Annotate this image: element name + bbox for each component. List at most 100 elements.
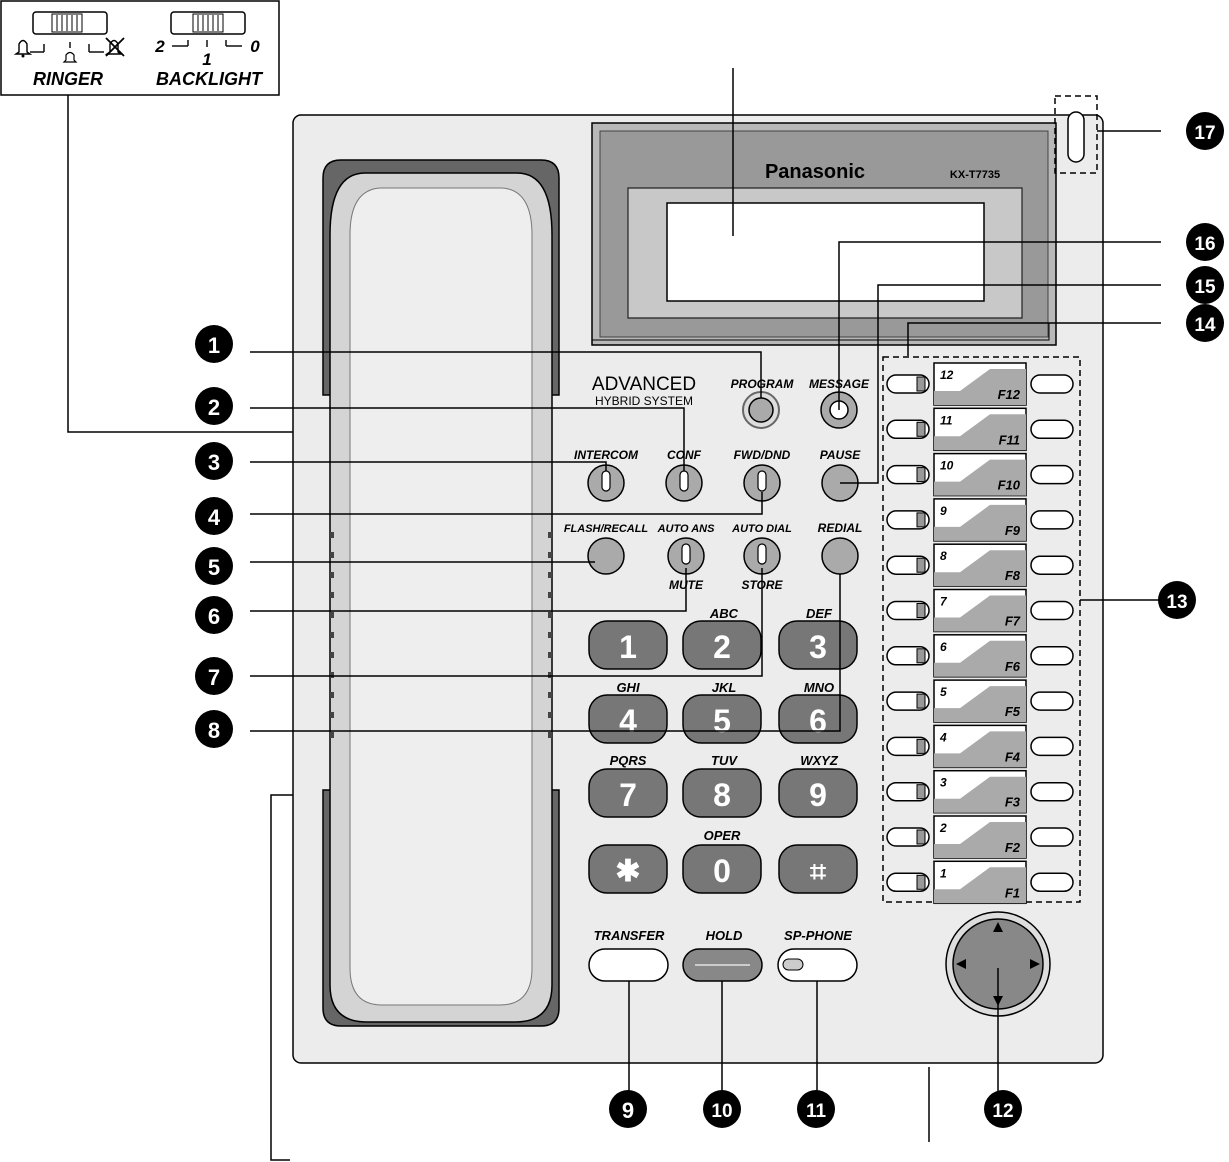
- brand-logo: Panasonic: [765, 161, 865, 183]
- key-star[interactable]: ✱: [588, 844, 668, 894]
- function-key[interactable]: 2F2: [933, 815, 1027, 859]
- backlight-switch[interactable]: [170, 11, 246, 35]
- svg-text:2: 2: [208, 395, 220, 420]
- co-button-right[interactable]: [1030, 374, 1074, 394]
- callout-7: 7: [195, 657, 233, 695]
- function-key[interactable]: 8F8: [933, 543, 1027, 587]
- conf-button[interactable]: [665, 464, 703, 502]
- function-key[interactable]: 7F7: [933, 588, 1027, 633]
- callouts: 1 2 3 4 5 6 7 8 9 10 11 12 13 14 15 16 1…: [195, 112, 1224, 1128]
- auto-ans-mute-button[interactable]: [667, 537, 705, 575]
- handset[interactable]: [322, 159, 560, 1027]
- key-5[interactable]: 5: [682, 694, 762, 744]
- svg-text:4: 4: [208, 505, 221, 530]
- bell-low-icon: [62, 51, 78, 63]
- ringer-switch[interactable]: [32, 11, 108, 35]
- co-lamp: [916, 376, 926, 392]
- co-button-right[interactable]: [1030, 736, 1074, 757]
- display-housing: Panasonic KX-T7735: [591, 122, 1057, 346]
- function-key-number: 12: [940, 368, 954, 382]
- system-name-line1: ADVANCED: [592, 374, 696, 395]
- callout-13: 13: [1158, 581, 1196, 619]
- function-key[interactable]: 1F1: [933, 860, 1027, 905]
- svg-text:3: 3: [208, 450, 220, 475]
- key-4-letters: GHI: [616, 680, 640, 695]
- function-key-number: 11: [940, 413, 953, 427]
- transfer-button[interactable]: [588, 948, 669, 982]
- co-button-right[interactable]: [1030, 555, 1074, 575]
- function-key-number: 5: [940, 685, 947, 699]
- redial-button[interactable]: [821, 537, 859, 575]
- callout-15: 15: [1186, 266, 1224, 304]
- program-button[interactable]: [742, 391, 780, 429]
- key-9[interactable]: 9: [778, 768, 858, 818]
- co-button-right[interactable]: [1030, 510, 1074, 530]
- function-key[interactable]: 4F4: [933, 724, 1027, 769]
- svg-text:16: 16: [1194, 234, 1215, 255]
- sp-phone-label: SP-PHONE: [784, 928, 852, 943]
- key-2[interactable]: 2: [682, 620, 762, 670]
- function-key-label: F11: [999, 432, 1020, 447]
- callout-16: 16: [1186, 223, 1224, 261]
- co-button-right[interactable]: [1030, 646, 1074, 666]
- key-0-letters: OPER: [704, 828, 741, 843]
- key-0[interactable]: 0: [682, 844, 762, 894]
- key-8-letters: TUV: [711, 753, 738, 768]
- co-lamp: [916, 603, 926, 618]
- nav-up-icon[interactable]: [993, 922, 1003, 932]
- hold-button[interactable]: [682, 948, 763, 982]
- ringer-label: RINGER: [33, 69, 103, 89]
- function-key[interactable]: 5F5: [933, 679, 1027, 723]
- sp-phone-button[interactable]: [777, 948, 858, 982]
- key-5-digit: 5: [713, 703, 731, 739]
- auto-dial-label: AUTO DIAL: [731, 523, 792, 535]
- function-key-label: F6: [1005, 659, 1021, 674]
- navigator-key[interactable]: [945, 911, 1051, 1017]
- co-button-right[interactable]: [1030, 419, 1074, 440]
- key-6[interactable]: 6: [778, 694, 858, 744]
- key-7-letters: PQRS: [610, 753, 647, 768]
- intercom-button[interactable]: [587, 464, 625, 502]
- key-3[interactable]: 3: [778, 620, 858, 670]
- function-key[interactable]: 6F6: [933, 634, 1027, 678]
- key-hash[interactable]: ⌗: [778, 844, 858, 894]
- co-lamp: [916, 829, 926, 845]
- program-label: PROGRAM: [731, 377, 795, 391]
- co-button-right[interactable]: [1030, 781, 1074, 802]
- backlight-level-2: 2: [154, 37, 165, 56]
- co-button-right[interactable]: [1030, 464, 1074, 485]
- callout-17: 17: [1186, 112, 1224, 150]
- backlight-label: BACKLIGHT: [156, 69, 264, 89]
- dial-keypad: 1 ABC 2 DEF 3 GHI 4 JKL 5 MNO 6 PQRS: [588, 606, 858, 894]
- key-4[interactable]: 4: [588, 694, 668, 744]
- function-key[interactable]: 3F3: [933, 769, 1027, 814]
- function-key-label: F4: [1005, 749, 1021, 764]
- nav-right-icon[interactable]: [1030, 959, 1040, 969]
- callout-2: 2: [195, 387, 233, 425]
- function-key[interactable]: 9F9: [933, 498, 1027, 542]
- co-button-right[interactable]: [1030, 600, 1074, 621]
- function-key-label: F5: [1005, 704, 1021, 719]
- svg-text:13: 13: [1166, 592, 1187, 613]
- key-7[interactable]: 7: [588, 768, 668, 818]
- key-1-digit: 1: [619, 629, 637, 665]
- key-8[interactable]: 8: [682, 768, 762, 818]
- key-hash-digit: ⌗: [810, 856, 826, 887]
- key-3-letters: DEF: [806, 606, 833, 621]
- co-button-right[interactable]: [1030, 872, 1074, 893]
- svg-text:11: 11: [806, 1101, 827, 1122]
- auto-dial-store-button[interactable]: [743, 537, 781, 575]
- svg-text:12: 12: [992, 1101, 1013, 1122]
- lcd-display: [666, 202, 985, 302]
- co-button-right[interactable]: [1030, 827, 1074, 847]
- nav-left-icon[interactable]: [956, 959, 966, 969]
- function-key-number: 7: [940, 595, 948, 609]
- function-key-label: F10: [998, 478, 1021, 493]
- flash-recall-button[interactable]: [587, 537, 625, 575]
- co-button-right[interactable]: [1030, 691, 1074, 711]
- key-1[interactable]: 1: [588, 620, 668, 670]
- function-key-number: 3: [940, 776, 947, 790]
